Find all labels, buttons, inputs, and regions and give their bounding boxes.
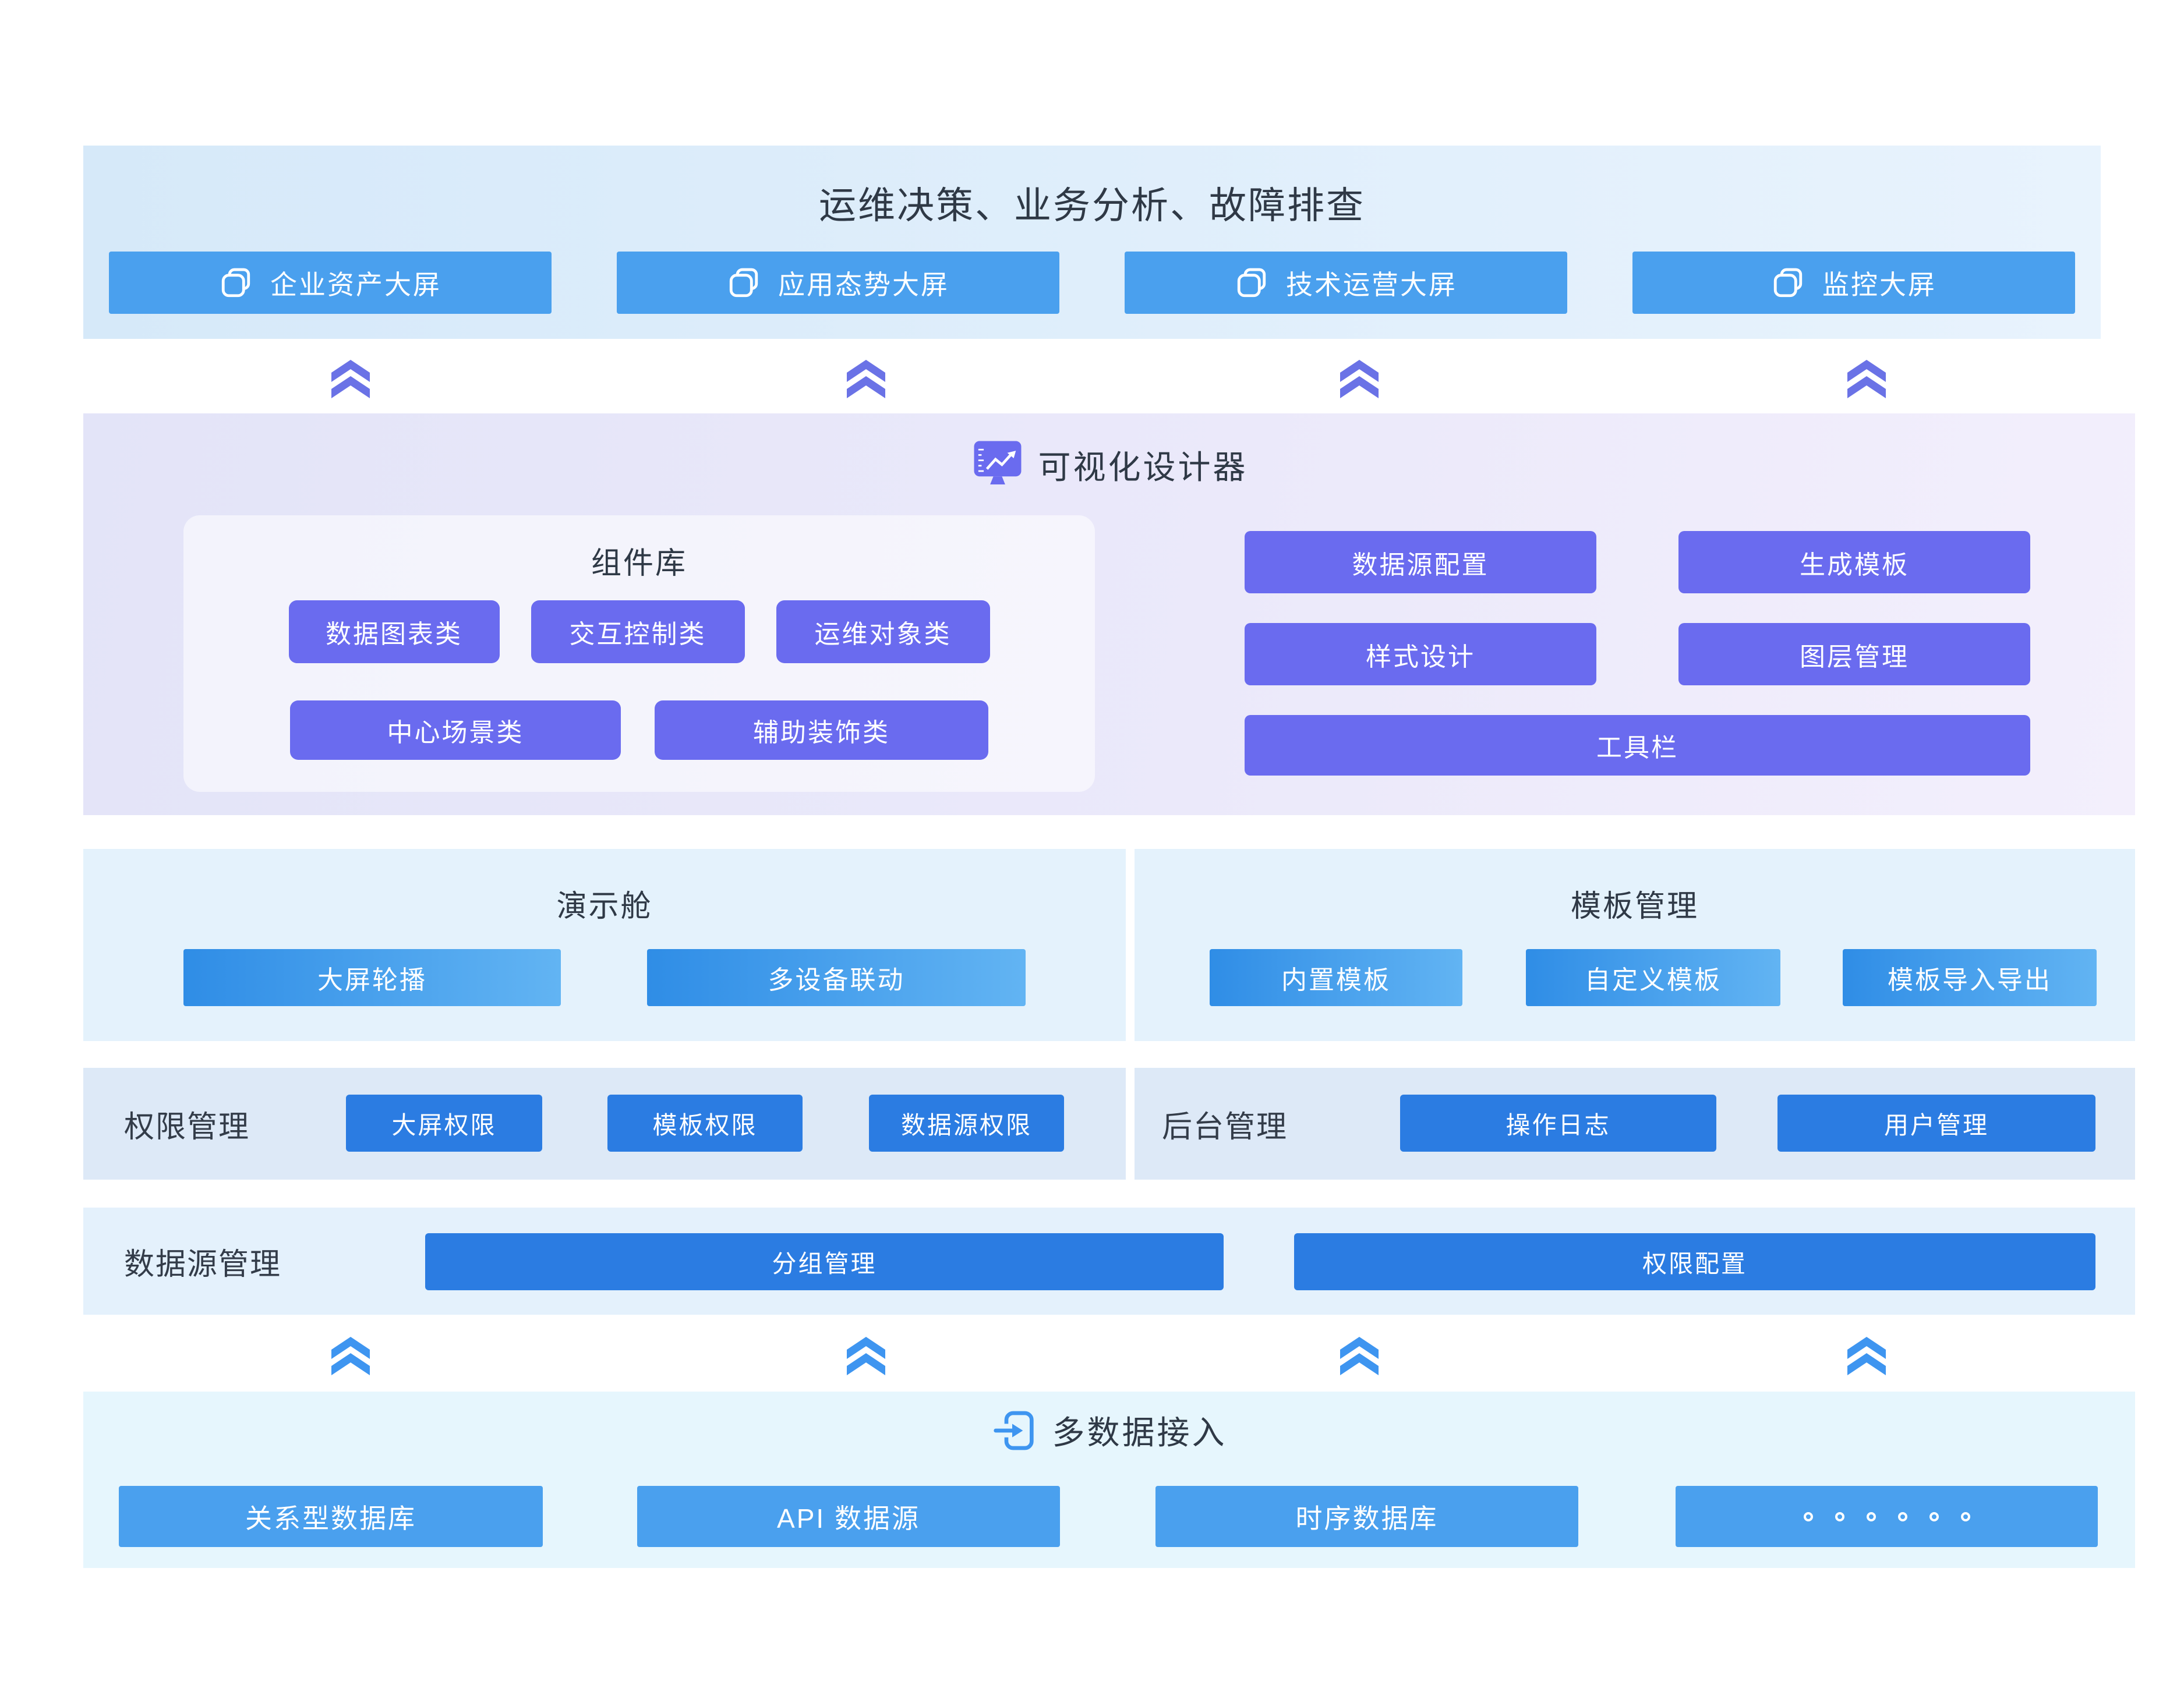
access-button-api-datasource[interactable]: API 数据源 — [637, 1486, 1060, 1547]
component-button-center-scenes[interactable]: 中心场景类 — [290, 700, 621, 760]
datasource-button-label: 权限配置 — [1642, 1250, 1747, 1277]
admin-button-operation-log[interactable]: 操作日志 — [1400, 1095, 1716, 1152]
component-library-row2: 中心场景类 辅助装饰类 — [183, 700, 1095, 760]
chevron-up-icon — [1845, 356, 1888, 398]
permission-button-label: 数据源权限 — [900, 1111, 1032, 1139]
component-library-row1: 数据图表类 交互控制类 运维对象类 — [183, 600, 1095, 663]
monitor-chart-icon — [971, 438, 1024, 491]
panel-button-label: 生成模板 — [1800, 550, 1909, 579]
permission-band-label: 权限管理 — [124, 1110, 250, 1144]
component-library-box: 组件库 数据图表类 交互控制类 运维对象类 中心场景类 辅助装饰类 — [183, 515, 1095, 792]
template-button-label: 模板导入导出 — [1888, 966, 2052, 994]
permission-button-datasource[interactable]: 数据源权限 — [869, 1095, 1064, 1152]
toolbar-button-label: 工具栏 — [1596, 734, 1678, 762]
screen-button-label: 应用态势大屏 — [778, 269, 949, 300]
demo-button-label: 大屏轮播 — [317, 966, 427, 994]
admin-button-label: 操作日志 — [1506, 1111, 1611, 1139]
template-button-label: 内置模板 — [1281, 966, 1391, 994]
component-button-aux-decoration[interactable]: 辅助装饰类 — [655, 700, 988, 760]
component-button-label: 辅助装饰类 — [753, 718, 890, 747]
panel-button-style-design[interactable]: 样式设计 — [1245, 623, 1596, 685]
datasource-button-group-management[interactable]: 分组管理 — [425, 1233, 1224, 1290]
panel-button-label: 数据源配置 — [1352, 550, 1489, 579]
chevron-up-icon — [329, 1333, 372, 1375]
permission-button-label: 模板权限 — [652, 1111, 758, 1139]
component-button-data-charts[interactable]: 数据图表类 — [288, 600, 500, 663]
template-button-builtin[interactable]: 内置模板 — [1210, 949, 1462, 1006]
template-button-custom[interactable]: 自定义模板 — [1526, 949, 1780, 1006]
screens-icon — [219, 266, 253, 300]
component-library-title: 组件库 — [591, 547, 687, 581]
component-button-interaction-controls[interactable]: 交互控制类 — [531, 600, 745, 663]
access-button-label: 关系型数据库 — [245, 1503, 416, 1534]
screen-button-tech-operation[interactable]: 技术运营大屏 — [1125, 252, 1567, 314]
chevron-up-icon — [329, 356, 372, 398]
access-header: 多数据接入 — [83, 1407, 2135, 1454]
screen-button-enterprise-assets[interactable]: 企业资产大屏 — [109, 252, 552, 314]
component-button-ops-objects[interactable]: 运维对象类 — [776, 600, 990, 663]
template-band-title: 模板管理 — [1570, 890, 1699, 923]
screens-icon — [1771, 266, 1805, 300]
chevron-up-icon — [1338, 356, 1381, 398]
screens-icon — [1235, 266, 1268, 300]
admin-band-label: 后台管理 — [1162, 1110, 1288, 1144]
component-button-label: 运维对象类 — [814, 620, 952, 649]
panel-button-layer-management[interactable]: 图层管理 — [1678, 623, 2030, 685]
component-button-label: 交互控制类 — [569, 620, 706, 649]
demo-band-title: 演示舱 — [556, 890, 653, 923]
datasource-button-label: 分组管理 — [772, 1250, 877, 1277]
screens-icon — [727, 266, 761, 300]
top-band-title: 运维决策、业务分析、故障排查 — [819, 185, 1365, 226]
panel-button-datasource-config[interactable]: 数据源配置 — [1245, 531, 1596, 593]
access-button-label: 时序数据库 — [1295, 1503, 1439, 1534]
template-button-import-export[interactable]: 模板导入导出 — [1843, 949, 2097, 1006]
chevron-up-icon — [844, 1333, 888, 1375]
toolbar-button[interactable]: 工具栏 — [1245, 715, 2030, 776]
designer-header: 可视化设计器 — [83, 438, 2135, 491]
access-button-timeseries-db[interactable]: 时序数据库 — [1155, 1486, 1578, 1547]
permission-button-screen[interactable]: 大屏权限 — [346, 1095, 542, 1152]
top-band: 运维决策、业务分析、故障排查 企业资产大屏 应用态势大屏 技术运营大屏 — [83, 146, 2101, 339]
datasource-band-label: 数据源管理 — [124, 1247, 282, 1282]
data-import-icon — [992, 1407, 1038, 1454]
top-band-buttons: 企业资产大屏 应用态势大屏 技术运营大屏 监控大屏 — [109, 252, 2075, 314]
access-title: 多数据接入 — [1052, 1414, 1227, 1451]
template-button-label: 自定义模板 — [1585, 966, 1722, 994]
admin-band: 后台管理 操作日志 用户管理 — [1135, 1068, 2135, 1180]
screen-button-label: 技术运营大屏 — [1286, 269, 1457, 300]
demo-band: 演示舱 大屏轮播 多设备联动 — [83, 849, 1126, 1041]
demo-button-carousel[interactable]: 大屏轮播 — [183, 949, 561, 1006]
panel-button-label: 图层管理 — [1800, 642, 1909, 671]
designer-band: 可视化设计器 组件库 数据图表类 交互控制类 运维对象类 中心场景类 — [83, 413, 2135, 815]
demo-button-label: 多设备联动 — [768, 966, 905, 994]
permission-button-template[interactable]: 模板权限 — [607, 1095, 803, 1152]
permission-band: 权限管理 大屏权限 模板权限 数据源权限 — [83, 1068, 1126, 1180]
access-button-label: API 数据源 — [777, 1503, 920, 1534]
designer-title: 可视化设计器 — [1038, 448, 1248, 486]
chevron-up-icon — [1338, 1333, 1381, 1375]
screen-button-label: 企业资产大屏 — [270, 269, 441, 300]
chevron-up-icon — [1845, 1333, 1888, 1375]
chevron-up-icon — [844, 356, 888, 398]
dots-icon — [1803, 1512, 1970, 1521]
screen-button-application-status[interactable]: 应用态势大屏 — [617, 252, 1059, 314]
more-datasources-button[interactable] — [1676, 1486, 2098, 1547]
admin-button-label: 用户管理 — [1883, 1111, 1989, 1139]
screen-button-monitoring[interactable]: 监控大屏 — [1632, 252, 2075, 314]
screen-button-label: 监控大屏 — [1822, 269, 1936, 300]
template-band: 模板管理 内置模板 自定义模板 模板导入导出 — [1135, 849, 2135, 1041]
component-button-label: 中心场景类 — [387, 718, 524, 747]
panel-button-label: 样式设计 — [1366, 642, 1475, 671]
component-button-label: 数据图表类 — [326, 620, 462, 649]
admin-button-user-management[interactable]: 用户管理 — [1777, 1095, 2095, 1152]
demo-button-multidevice[interactable]: 多设备联动 — [647, 949, 1026, 1006]
access-button-relational-db[interactable]: 关系型数据库 — [119, 1486, 543, 1547]
datasource-band: 数据源管理 分组管理 权限配置 — [83, 1208, 2135, 1315]
access-band: 多数据接入 关系型数据库 API 数据源 时序数据库 — [83, 1392, 2135, 1568]
datasource-button-permission-config[interactable]: 权限配置 — [1294, 1233, 2095, 1290]
permission-button-label: 大屏权限 — [391, 1111, 497, 1139]
panel-button-generate-template[interactable]: 生成模板 — [1678, 531, 2030, 593]
